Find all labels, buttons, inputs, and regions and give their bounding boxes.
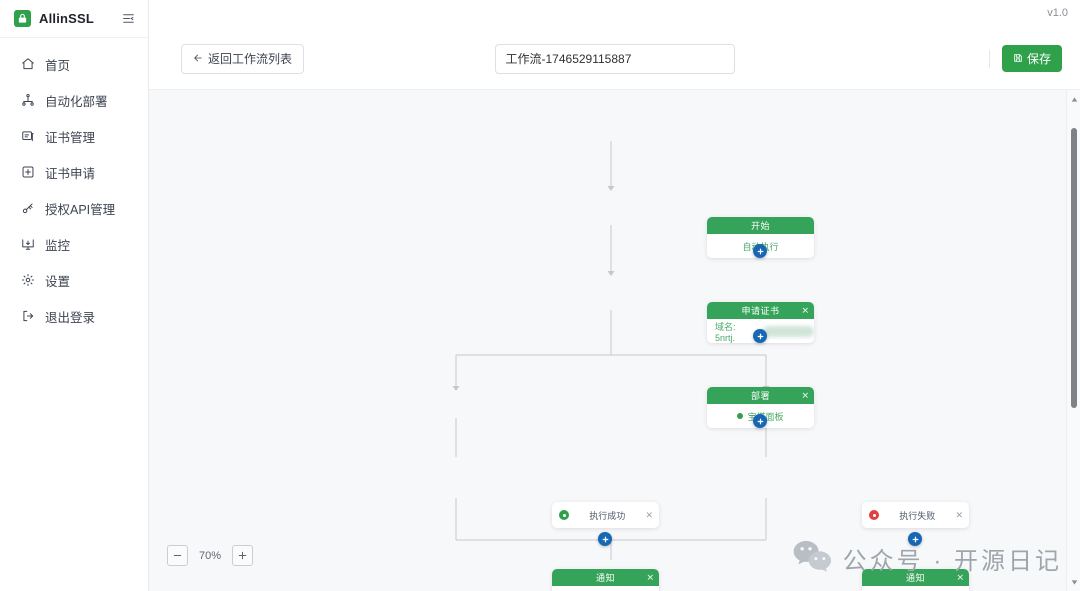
- flow-node-title: 执行成功: [589, 510, 626, 521]
- flow-node-body: mail: [552, 586, 659, 591]
- flow-node-header: 通知 ✕: [552, 569, 659, 586]
- monitor-icon: [20, 237, 35, 252]
- flow-node-exec-success[interactable]: 执行成功 ✕: [552, 502, 659, 528]
- zoom-level-label: 70%: [199, 549, 222, 562]
- gear-icon: [20, 273, 35, 288]
- sidebar-item-cert-apply[interactable]: 证书申请: [0, 154, 148, 190]
- sidebar-item-label: 监控: [45, 238, 71, 253]
- flow-node-body-text: 域名: 5nrtj.: [715, 321, 736, 343]
- save-button-label: 保存: [1026, 52, 1051, 66]
- close-icon[interactable]: ✕: [646, 572, 654, 582]
- status-fail-icon: [869, 510, 879, 520]
- add-node-after-success-button[interactable]: [598, 532, 612, 546]
- home-icon: [20, 57, 35, 72]
- flow-node-header: 部署 ✕: [707, 387, 814, 404]
- menu-collapse-icon[interactable]: [120, 11, 136, 27]
- add-node-after-deploy-button[interactable]: [753, 414, 767, 428]
- flow-node-title: 执行失败: [899, 510, 936, 521]
- sidebar-item-settings[interactable]: 设置: [0, 262, 148, 298]
- sidebar-item-label: 授权API管理: [45, 202, 116, 217]
- flow-node-exec-fail[interactable]: 执行失败 ✕: [862, 502, 969, 528]
- sidebar-item-auto-deploy[interactable]: 自动化部署: [0, 82, 148, 118]
- plus-icon: [602, 536, 608, 542]
- sidebar-item-label: 首页: [45, 58, 71, 73]
- toolbar-right-group: 保存: [988, 45, 1062, 72]
- flow-node-body: mail: [862, 586, 969, 591]
- sidebar-item-label: 证书申请: [45, 166, 96, 181]
- back-button-label: 返回工作流列表: [208, 52, 293, 66]
- sidebar-item-cert-manage[interactable]: 证书管理: [0, 118, 148, 154]
- brand-name: AllinSSL: [39, 11, 95, 26]
- sidebar-item-label: 证书管理: [45, 130, 96, 145]
- zoom-in-button[interactable]: [232, 545, 254, 566]
- close-icon[interactable]: ✕: [801, 390, 809, 400]
- minus-icon: [173, 554, 182, 557]
- flow-node-header: 申请证书 ✕: [707, 302, 814, 319]
- sidebar-item-label: 设置: [45, 274, 71, 289]
- plus-square-icon: [20, 165, 35, 180]
- sidebar: AllinSSL 首页: [0, 0, 149, 591]
- workflow-name-wrapper: [494, 43, 735, 74]
- flow-node-title: 通知: [595, 573, 615, 583]
- save-disk-icon: [1013, 52, 1023, 66]
- workflow-toolbar: 返回工作流列表 保存: [149, 28, 1080, 89]
- plus-icon: [757, 418, 763, 424]
- toolbar-divider: [988, 49, 990, 68]
- workflow-canvas[interactable]: 开始 自动执行 申请证书 ✕ 域名: 5nrtj.: [149, 89, 1080, 591]
- lock-icon: [14, 10, 31, 27]
- plus-icon: [238, 551, 247, 560]
- close-icon[interactable]: ✕: [801, 305, 809, 315]
- workflow-name-input[interactable]: [494, 43, 735, 74]
- main-area: v1.0 返回工作流列表: [149, 0, 1080, 591]
- flow-node-title: 申请证书: [741, 306, 780, 316]
- flow-node-header: 通知 ✕: [862, 569, 969, 586]
- back-to-workflow-list-button[interactable]: 返回工作流列表: [181, 43, 305, 74]
- plus-icon: [757, 333, 763, 339]
- zoom-controls: 70%: [167, 545, 254, 566]
- sidebar-item-logout[interactable]: 退出登录: [0, 298, 148, 334]
- plus-icon: [912, 536, 918, 542]
- flow-node-notify-success[interactable]: 通知 ✕ mail: [552, 569, 659, 591]
- close-icon[interactable]: ✕: [956, 572, 964, 582]
- logout-icon: [20, 309, 35, 324]
- sidebar-item-api-manage[interactable]: 授权API管理: [0, 190, 148, 226]
- version-label: v1.0: [1047, 7, 1068, 19]
- save-button[interactable]: 保存: [1001, 45, 1062, 72]
- scroll-up-arrow-icon[interactable]: [1067, 92, 1080, 106]
- sitemap-icon: [20, 93, 35, 108]
- flow-node-notify-fail[interactable]: 通知 ✕ mail: [862, 569, 969, 591]
- top-bar: v1.0: [149, 0, 1080, 28]
- status-success-icon: [559, 510, 569, 520]
- scroll-down-arrow-icon[interactable]: [1067, 575, 1080, 589]
- scrollbar-thumb[interactable]: [1071, 128, 1077, 408]
- flow-node-title: 开始: [750, 221, 770, 231]
- vertical-scrollbar[interactable]: [1066, 90, 1080, 591]
- sidebar-nav: 首页 自动化部署 证: [0, 38, 148, 334]
- key-icon: [20, 201, 35, 216]
- sidebar-item-label: 退出登录: [45, 310, 96, 325]
- add-node-after-fail-button[interactable]: [908, 532, 922, 546]
- bt-panel-icon: [737, 413, 744, 419]
- brand-header: AllinSSL: [0, 0, 148, 38]
- certificate-manage-icon: [20, 129, 35, 144]
- redacted-domain-blur: [762, 325, 814, 337]
- flow-node-title: 通知: [905, 573, 925, 583]
- flow-graph: 开始 自动执行 申请证书 ✕ 域名: 5nrtj.: [149, 90, 1080, 591]
- sidebar-item-home[interactable]: 首页: [0, 46, 148, 82]
- sidebar-item-monitor[interactable]: 监控: [0, 226, 148, 262]
- flow-node-header: 开始: [707, 217, 814, 234]
- plus-icon: [757, 248, 763, 254]
- add-node-after-start-button[interactable]: [753, 244, 767, 258]
- flow-node-title: 部署: [750, 391, 770, 401]
- zoom-out-button[interactable]: [167, 545, 188, 566]
- add-node-after-apply-button[interactable]: [753, 329, 767, 343]
- arrow-left-icon: [193, 52, 203, 66]
- close-icon[interactable]: ✕: [645, 509, 653, 520]
- sidebar-item-label: 自动化部署: [45, 94, 108, 109]
- close-icon[interactable]: ✕: [955, 509, 963, 520]
